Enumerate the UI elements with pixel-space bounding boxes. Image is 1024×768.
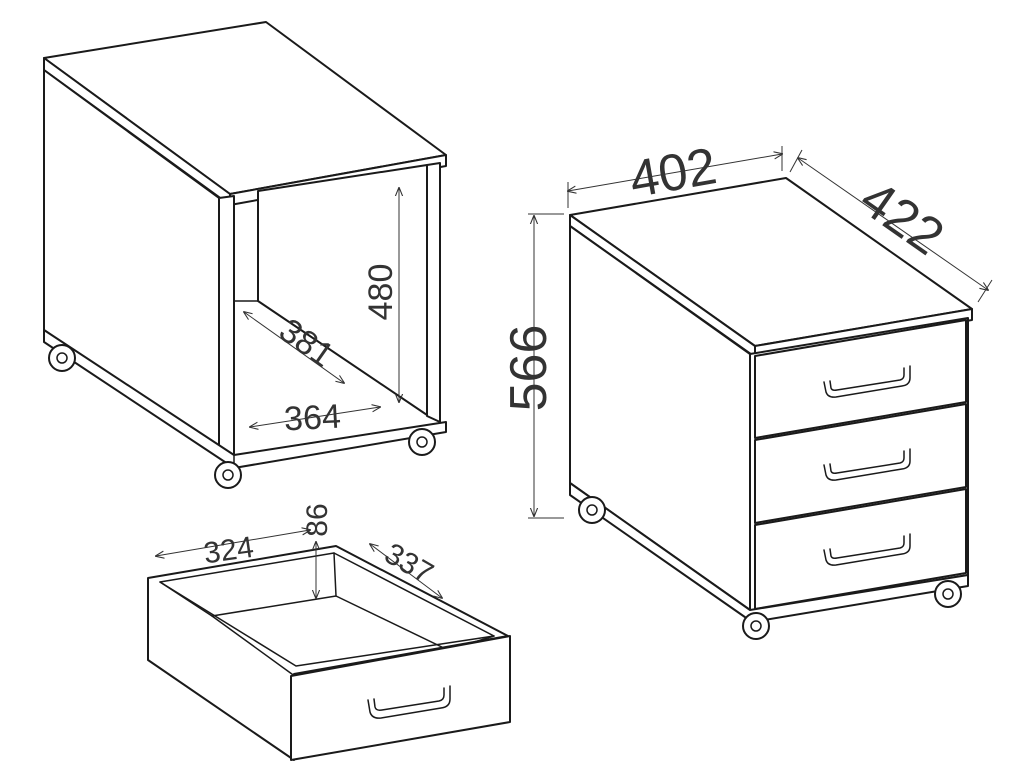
pedestal-drawer-2-handle [823,448,911,481]
cabinet-left-panel-edge [218,195,235,456]
pedestal-drawer-3 [754,488,967,610]
pedestal-wheel-front-left [742,612,770,640]
pedestal-drawer-1-handle [823,365,911,398]
dim-drawer-height: 86 [301,503,334,536]
drawer-front-handle [367,685,451,719]
cabinet-back-panel [257,164,428,416]
dim-line-overall-width [568,154,782,191]
drawer-view: 324 86 337 [147,503,511,761]
pedestal-drawer-3-handle [823,533,911,566]
cabinet-right-panel-edge [426,162,441,423]
dim-line-interior-width [250,407,380,427]
dim-overall-height: 566 [500,325,558,412]
drawer-inner-left-corner [159,581,213,617]
closed-cabinet-view: 402 422 566 [500,137,993,640]
dim-interior-height: 480 [362,264,400,321]
dim-ext-depth-back [789,149,803,173]
pedestal-drawer-2 [754,403,967,524]
dim-ext-depth-front [977,279,993,303]
pedestal-wheel-back-left [578,496,606,524]
pedestal-wheel-front-right [934,580,962,608]
dim-drawer-width: 324 [202,531,256,571]
dim-line-drawer-width [156,530,310,556]
dim-line-drawer-depth [370,544,442,598]
cabinet-wheel-front-left [214,461,242,489]
pedestal-drawer-1 [754,319,967,439]
dim-interior-width: 364 [283,398,342,439]
dim-line-overall-depth [798,158,988,290]
open-cabinet-view: 480 381 364 [43,21,447,489]
pedestal-plinth [569,482,969,623]
drawer-front-panel [290,635,511,761]
cabinet-wheel-back-left [48,344,76,372]
dim-line-interior-depth [244,312,344,383]
drawer-outer-shell [147,545,509,761]
cabinet-wheel-front-right [408,428,436,456]
drawer-inner-back-corner [333,552,337,597]
